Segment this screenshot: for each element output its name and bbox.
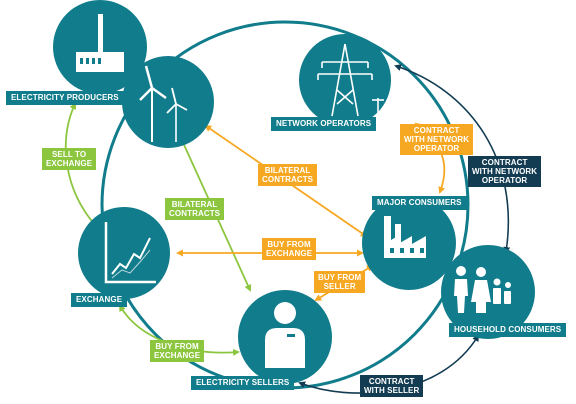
electricity-sellers-label: ELECTRICITY SELLERS bbox=[191, 376, 295, 390]
network-operators-node bbox=[299, 34, 391, 126]
exchange-node bbox=[78, 207, 170, 299]
contract-network-navy-tag: CONTRACT WITH NETWORK OPERATOR bbox=[468, 156, 542, 187]
buy-from-seller-tag: BUY FROM SELLER bbox=[314, 271, 366, 293]
factory-and-wind-turbines-icon bbox=[76, 14, 188, 142]
major-consumers-node bbox=[362, 196, 456, 290]
exchange-label: EXCHANGE bbox=[71, 293, 128, 307]
network-operators-label: NETWORK OPERATORS bbox=[271, 117, 377, 131]
buy-from-exchange-green-tag: BUY FROM EXCHANGE bbox=[150, 340, 205, 362]
electricity-sellers-node bbox=[238, 290, 332, 384]
major-consumers-label: MAJOR CONSUMERS bbox=[372, 196, 467, 210]
household-consumers-label: HOUSEHOLD CONSUMERS bbox=[449, 323, 567, 337]
electricity-producers-node bbox=[53, 0, 214, 148]
household-consumers-node bbox=[441, 245, 535, 339]
contract-network-orange-tag: CONTRACT WITH NETWORK OPERATOR bbox=[400, 124, 474, 155]
factory-icon bbox=[384, 216, 426, 258]
bilateral-contracts-orange-tag: BILATERAL CONTRACTS bbox=[258, 164, 318, 186]
person-icon bbox=[265, 302, 305, 368]
family-icon bbox=[454, 266, 511, 313]
navy-arrow-network-household bbox=[394, 64, 511, 254]
bilateral-contracts-green-tag: BILATERAL CONTRACTS bbox=[165, 198, 225, 220]
electricity-producers-label: ELECTRICITY PRODUCERS bbox=[6, 91, 124, 105]
rising-chart-icon bbox=[104, 222, 156, 284]
power-pylon-icon bbox=[317, 43, 384, 117]
sell-to-exchange-tag: SELL TO EXCHANGE bbox=[42, 148, 97, 170]
buy-from-exchange-orange-tag: BUY FROM EXCHANGE bbox=[262, 238, 317, 260]
contract-with-seller-tag: CONTRACT WITH SELLER bbox=[360, 375, 424, 397]
